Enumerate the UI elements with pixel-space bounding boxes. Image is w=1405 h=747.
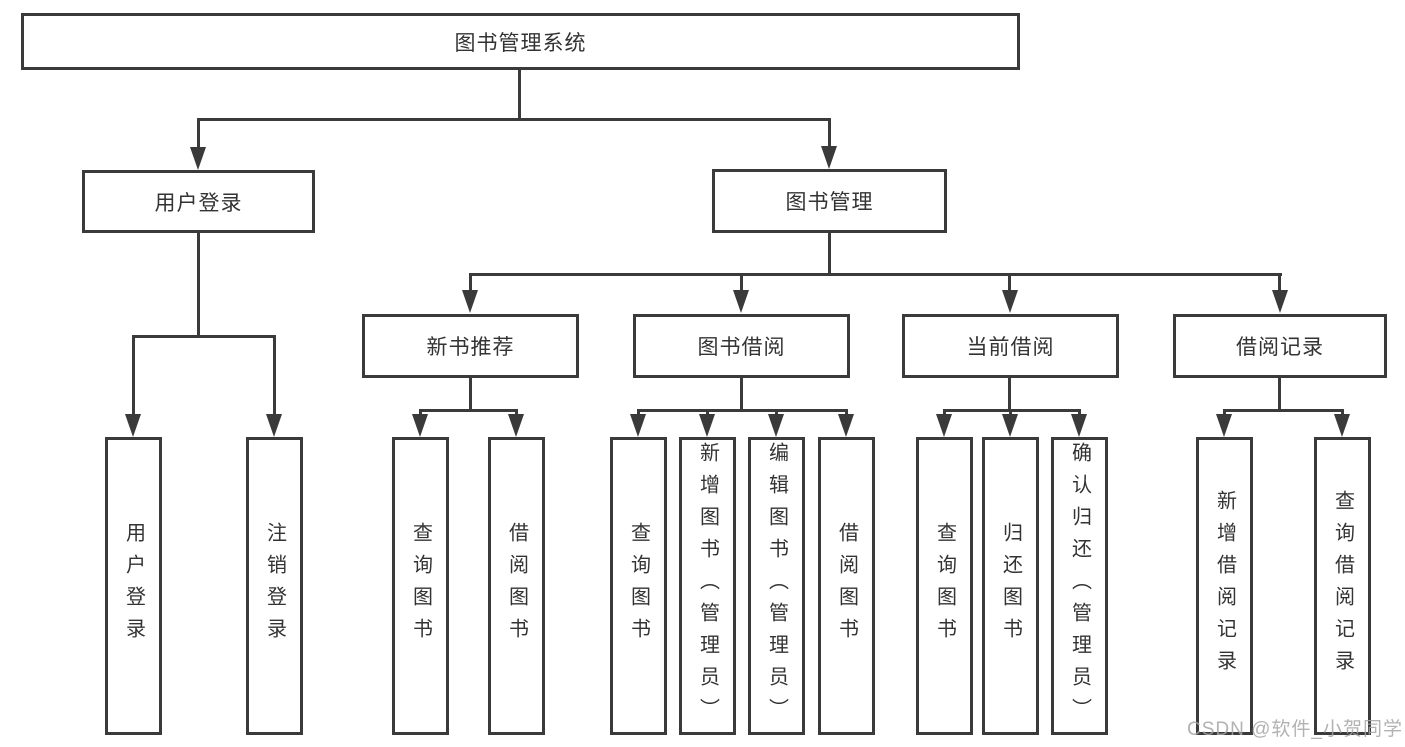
connector-stem-user-login [197,118,200,151]
connector-records-branch [1223,409,1344,412]
connector-login-drop-1 [132,335,135,417]
leaf-recommend-query-books-label: 查询图书 [409,522,432,650]
connector-mgmt-drop-1 [469,273,472,293]
connector-recommend-branch [419,409,518,412]
connector-recommend-drop-1 [419,409,422,418]
node-user-login: 用户登录 [82,170,315,233]
leaf-user-login: 用户登录 [105,437,162,735]
leaf-borrow-add-books-admin: 新增图书（管理员） [679,437,736,735]
connector-mgmt-drop-4 [1278,273,1281,293]
connector-login-stem [197,233,200,337]
connector-root-branch [197,118,831,121]
arrow-down-icon [190,147,206,170]
node-book-borrow: 图书借阅 [633,314,850,378]
node-current-borrow: 当前借阅 [902,314,1119,378]
node-borrow-records-label: 借阅记录 [1236,336,1324,359]
node-book-management: 图书管理 [712,169,947,233]
leaf-records-query-record-label: 查询借阅记录 [1331,490,1354,682]
arrow-down-icon [1216,414,1232,437]
arrow-down-icon [630,414,646,437]
connector-recommend-stem [469,378,472,411]
leaf-user-login-label: 用户登录 [122,522,145,650]
leaf-recommend-query-books: 查询图书 [392,437,449,735]
arrow-down-icon [821,146,837,169]
arrow-down-icon [462,290,478,313]
connector-mgmt-stem [828,233,831,276]
connector-borrow-drop-3 [775,409,778,418]
connector-borrow-branch [637,409,848,412]
leaf-borrow-query-books-label: 查询图书 [627,522,650,650]
leaf-logout: 注销登录 [246,437,303,735]
arrow-down-icon [125,414,141,437]
connector-borrow-drop-1 [637,409,640,418]
leaf-borrow-edit-books-admin-label: 编辑图书（管理员） [765,442,788,730]
connector-root-stem [518,70,521,119]
arrow-down-icon [1002,414,1018,437]
leaf-current-confirm-return-admin-label: 确认归还（管理员） [1068,442,1091,730]
connector-borrow-drop-2 [706,409,709,418]
connector-current-branch [943,409,1081,412]
connector-borrow-stem [740,378,743,411]
arrow-down-icon [838,414,854,437]
arrow-down-icon [1071,414,1087,437]
connector-login-branch [132,335,276,338]
node-book-management-label: 图书管理 [785,191,874,214]
leaf-records-add-record-label: 新增借阅记录 [1213,490,1236,682]
leaf-borrow-borrow-books: 借阅图书 [818,437,875,735]
csdn-watermark: CSDN @软件_小贺同学 [1187,719,1403,740]
leaf-current-confirm-return-admin: 确认归还（管理员） [1051,437,1108,735]
leaf-borrow-add-books-admin-label: 新增图书（管理员） [696,442,719,730]
node-user-login-label: 用户登录 [154,191,243,215]
node-library-system: 图书管理系统 [21,13,1020,70]
arrow-down-icon [1272,290,1288,313]
connector-records-stem [1278,378,1281,411]
connector-recommend-drop-2 [515,409,518,418]
leaf-borrow-edit-books-admin: 编辑图书（管理员） [748,437,805,735]
connector-records-drop-1 [1223,409,1226,418]
leaf-current-query-books: 查询图书 [916,437,973,735]
leaf-recommend-borrow-books: 借阅图书 [488,437,545,735]
arrow-down-icon [412,414,428,437]
node-library-system-label: 图书管理系统 [454,31,587,55]
connector-mgmt-drop-3 [1008,273,1011,293]
node-borrow-records: 借阅记录 [1173,314,1387,378]
arrow-down-icon [768,414,784,437]
node-current-borrow-label: 当前借阅 [966,336,1055,359]
arrow-down-icon [936,414,952,437]
node-new-book-recommend: 新书推荐 [362,314,579,378]
leaf-borrow-borrow-books-label: 借阅图书 [835,522,858,650]
connector-stem-book-management [828,118,831,151]
connector-current-drop-1 [943,409,946,418]
leaf-current-query-books-label: 查询图书 [933,522,956,650]
connector-mgmt-branch [469,273,1282,276]
connector-current-drop-3 [1078,409,1081,418]
leaf-borrow-query-books: 查询图书 [610,437,667,735]
arrow-down-icon [699,414,715,437]
arrow-down-icon [1002,290,1018,313]
arrow-down-icon [1334,414,1350,437]
leaf-records-query-record: 查询借阅记录 [1314,437,1371,735]
arrow-down-icon [733,290,749,313]
connector-borrow-drop-4 [845,409,848,418]
leaf-records-add-record: 新增借阅记录 [1196,437,1253,735]
arrow-down-icon [508,414,524,437]
node-book-borrow-label: 图书借阅 [697,336,786,359]
arrow-down-icon [266,414,282,437]
connector-current-stem [1008,378,1011,411]
connector-records-drop-2 [1341,409,1344,418]
leaf-current-return-books-label: 归还图书 [999,522,1022,650]
leaf-current-return-books: 归还图书 [982,437,1039,735]
connector-login-drop-2 [273,335,276,417]
connector-mgmt-drop-2 [740,273,743,293]
connector-current-drop-2 [1009,409,1012,418]
leaf-recommend-borrow-books-label: 借阅图书 [505,522,528,650]
leaf-logout-label: 注销登录 [263,522,286,650]
node-new-book-recommend-label: 新书推荐 [426,336,515,359]
